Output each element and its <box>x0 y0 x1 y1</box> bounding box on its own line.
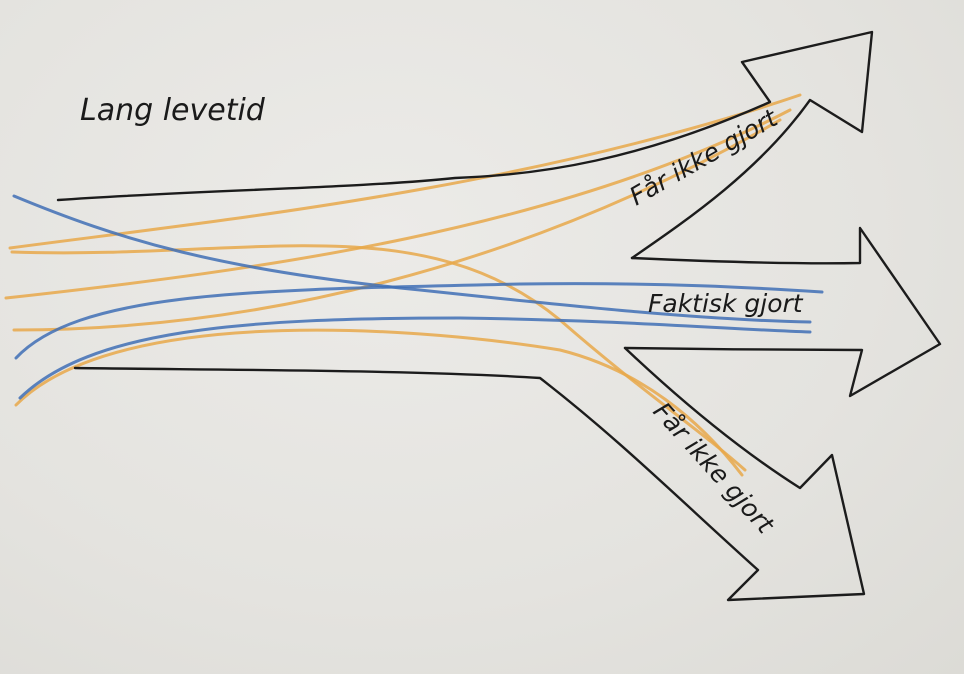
middle-arrow-label: Faktisk gjort <box>648 289 804 318</box>
middle-arrow-outline <box>623 226 942 398</box>
lower-arrow-label: Får ikke gjort <box>648 397 781 540</box>
orange-strand-3 <box>12 118 782 332</box>
orange-strand-2 <box>4 108 792 300</box>
orange-strand-1 <box>8 93 802 250</box>
orange-strand-4 <box>10 244 747 472</box>
blue-strand-3 <box>18 316 812 400</box>
orange-strand-5 <box>14 328 744 477</box>
orange-strands <box>4 93 802 477</box>
arrow-outlines <box>56 30 942 602</box>
lower-arrow-outline <box>73 346 866 602</box>
blue-strand-1 <box>12 194 812 324</box>
upper-arrow-outline <box>56 30 874 260</box>
blue-strand-2 <box>14 282 824 360</box>
diagram-title: Lang levetid <box>80 93 266 128</box>
blue-strands <box>12 194 824 400</box>
